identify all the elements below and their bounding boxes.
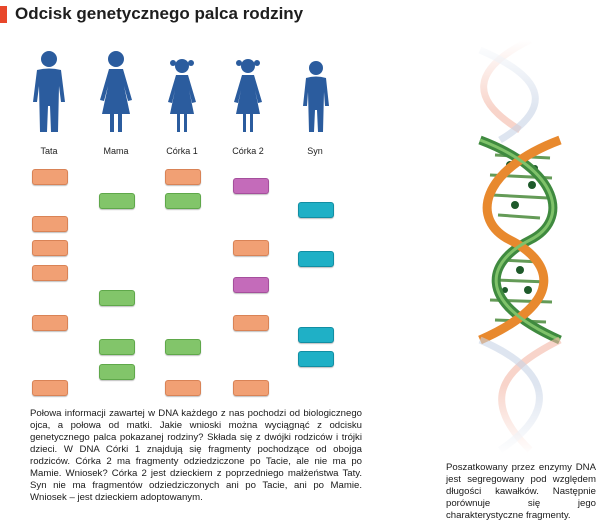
band-syn-3: [298, 327, 334, 343]
woman-icon: [99, 50, 133, 134]
page-title: Odcisk genetycznego palca rodziny: [15, 4, 304, 23]
band-syn-4: [298, 351, 334, 367]
band-mama-2: [99, 290, 135, 306]
label-corka-1: Córka 1: [166, 146, 198, 156]
band-corka2-3: [233, 277, 269, 293]
band-mama-4: [99, 364, 135, 380]
band-corka1-1: [165, 169, 201, 185]
band-tata-6: [32, 380, 68, 396]
band-corka1-3: [165, 339, 201, 355]
band-syn-1: [298, 202, 334, 218]
label-tata: Tata: [40, 146, 58, 156]
band-corka1-2: [165, 193, 201, 209]
band-corka2-2: [233, 240, 269, 256]
man-icon: [32, 50, 66, 134]
band-tata-5: [32, 315, 68, 331]
girl-1-icon: [167, 56, 197, 134]
band-corka2-5: [233, 380, 269, 396]
title-accent-mark: [0, 6, 7, 23]
title-bar: Odcisk genetycznego palca rodziny: [0, 4, 600, 26]
band-mama-3: [99, 339, 135, 355]
label-corka-2: Córka 2: [232, 146, 264, 156]
label-syn: Syn: [307, 146, 323, 156]
band-corka2-1: [233, 178, 269, 194]
band-syn-2: [298, 251, 334, 267]
band-corka1-4: [165, 380, 201, 396]
band-corka2-4: [233, 315, 269, 331]
boy-icon: [302, 60, 330, 134]
main-paragraph: Połowa informacji zawartej w DNA każdego…: [30, 408, 362, 503]
label-mama: Mama: [103, 146, 129, 156]
dna-helix-illustration: [440, 36, 600, 460]
band-tata-1: [32, 169, 68, 185]
band-tata-2: [32, 216, 68, 232]
band-mama-1: [99, 193, 135, 209]
side-caption: Poszatkowany przez enzymy DNA jest segre…: [446, 462, 596, 521]
band-tata-4: [32, 265, 68, 281]
band-tata-3: [32, 240, 68, 256]
girl-2-icon: [233, 56, 263, 134]
